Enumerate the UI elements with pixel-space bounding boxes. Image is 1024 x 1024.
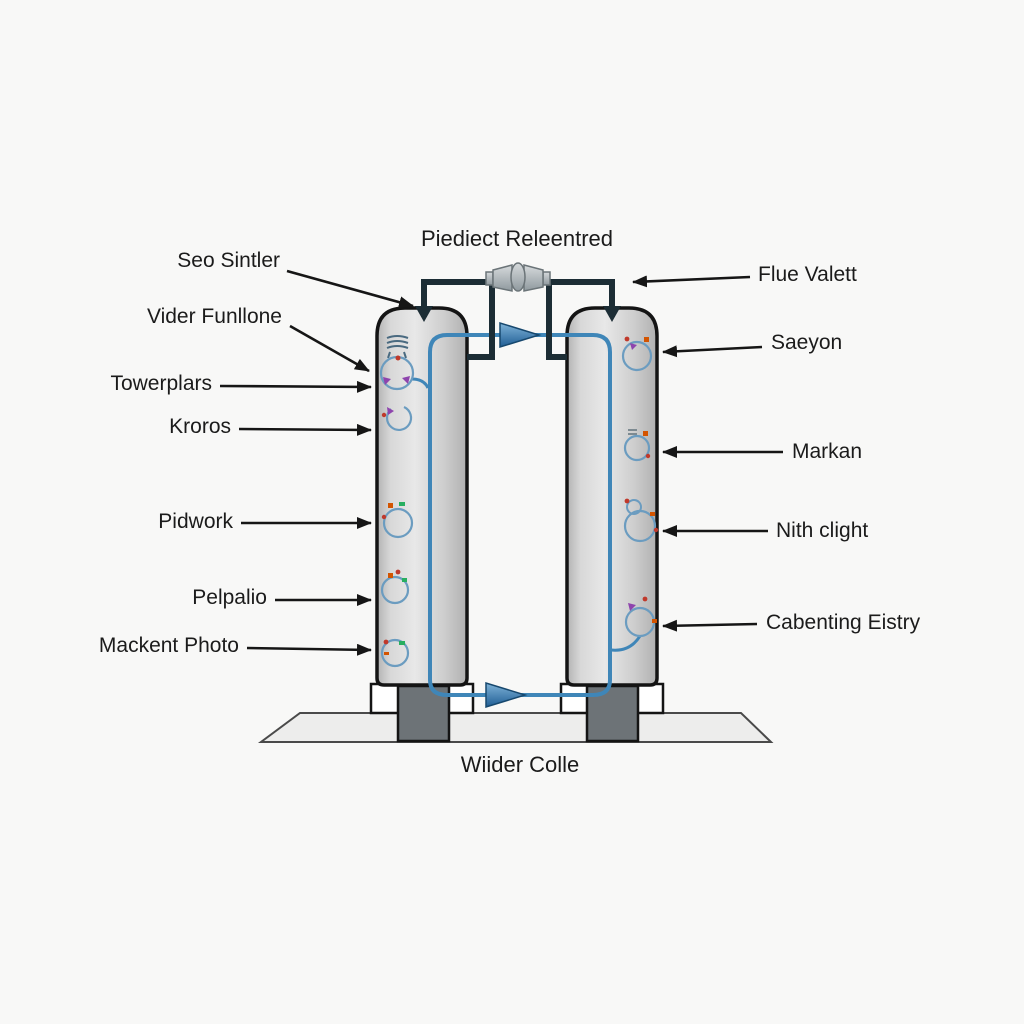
base-platform [257, 712, 774, 743]
diagram-title: Piediect Releentred [420, 226, 614, 251]
label-mackent-photo: Mackent Photo [98, 634, 239, 657]
pipe-union-valve-icon [485, 262, 551, 292]
process-circle-icon [623, 498, 659, 543]
label-towerplars: Towerplars [110, 372, 212, 395]
flow-arrow-top-icon [499, 321, 542, 349]
blue-process-loop-pipe [428, 333, 612, 697]
down-arrow-icon [603, 306, 621, 322]
process-arc-icon [381, 406, 413, 431]
down-arrow-icon [415, 306, 433, 322]
leader-arrows-left [219, 269, 414, 656]
label-nith-clight: Nith clight [776, 519, 869, 542]
label-markan: Markan [792, 440, 863, 463]
process-circle-icon [380, 638, 410, 668]
label-seo-sintler: Seo Sintler [177, 249, 280, 272]
left-tower-vessel [375, 306, 469, 687]
label-pidwork: Pidwork [158, 510, 233, 533]
flow-arrow-bottom-icon [485, 681, 528, 709]
leader-arrows-right [632, 275, 783, 632]
process-bulb-icon [379, 355, 415, 391]
blue-branch-left [411, 377, 430, 389]
process-circle-icon [381, 502, 414, 539]
label-cabenting-eistry: Cabenting Eistry [766, 611, 921, 634]
label-kroros: Kroros [169, 415, 231, 438]
diagram-caption: Wiider Colle [460, 752, 580, 777]
label-flue-valett: Flue Valett [758, 263, 857, 286]
blue-branch-right [610, 635, 642, 652]
label-vider-funllone: Vider Funllone [146, 305, 282, 328]
process-circle-icon [621, 336, 653, 372]
label-pelpalio: Pelpalio [192, 586, 267, 609]
label-saeyon: Saeyon [771, 331, 843, 354]
heater-coil-icon [386, 335, 409, 359]
process-circle-icon [624, 596, 657, 638]
process-circle-icon [623, 429, 651, 462]
process-circle-icon [380, 569, 410, 605]
